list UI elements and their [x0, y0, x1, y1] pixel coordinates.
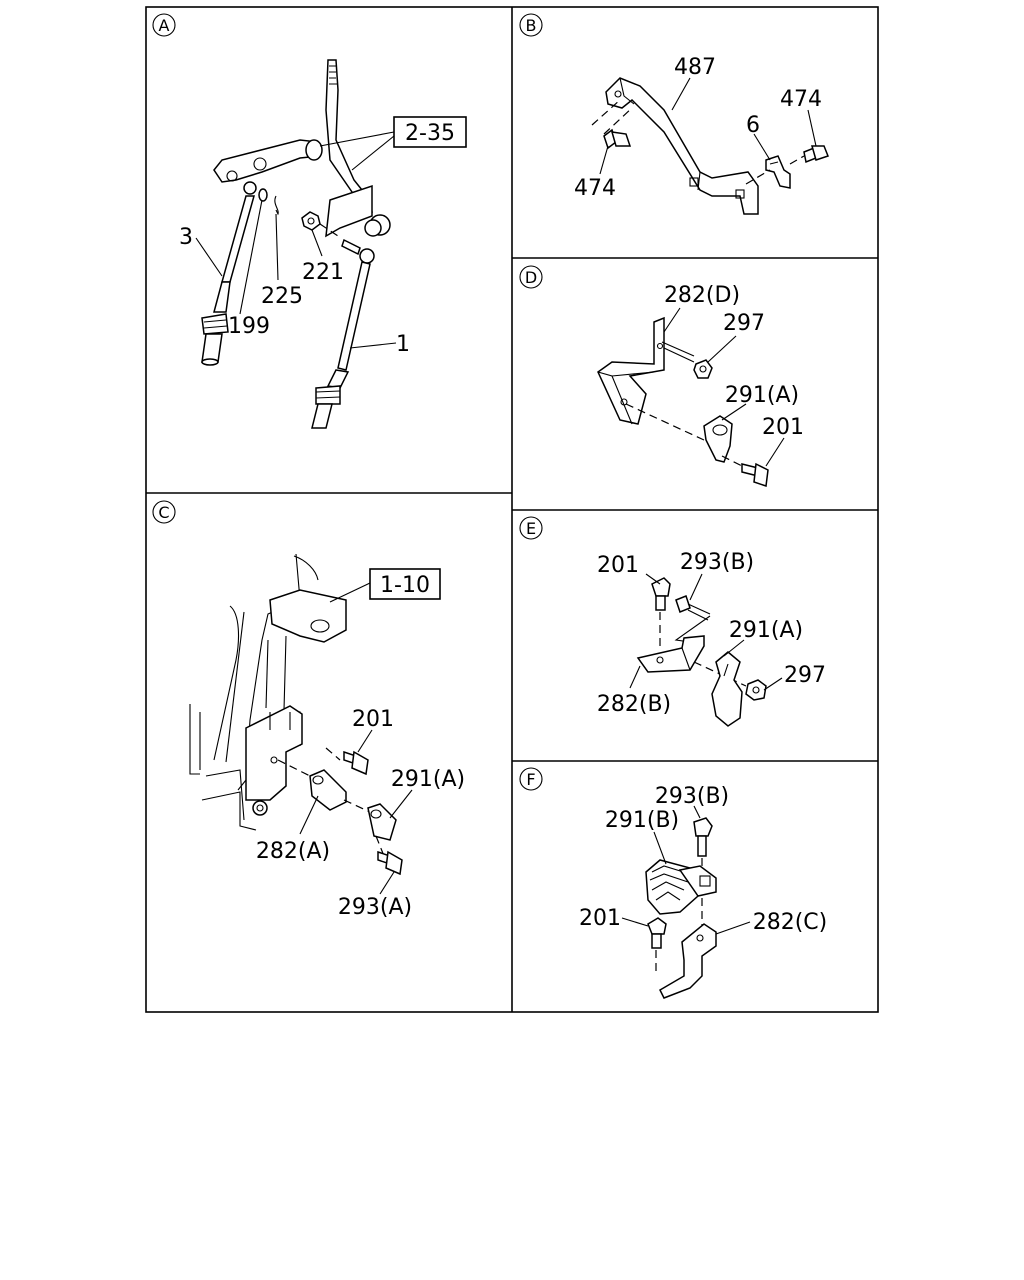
ref-box-1-10: 1-10 [369, 568, 441, 600]
label-291a-d: 291(A) [725, 383, 799, 408]
label-201-d: 201 [762, 415, 804, 440]
panel-b-letter: B [519, 13, 543, 37]
bolt-201-c [343, 750, 369, 776]
panel-f-leaders [621, 805, 751, 935]
bracket-282d [597, 316, 665, 425]
panel-f-letter: F [519, 767, 543, 791]
frame-bracket [269, 589, 347, 643]
label-291a-e: 291(A) [729, 618, 803, 643]
panel-d-leaders [663, 307, 785, 467]
label-225: 225 [261, 284, 303, 309]
panel-f: F 293(B) 291 [519, 767, 828, 999]
panel-b-leaders [599, 77, 817, 175]
panel-d-letter: D [519, 265, 543, 289]
svg-text:C: C [158, 503, 169, 522]
panel-a: A [152, 13, 467, 429]
label-297-d: 297 [723, 311, 765, 336]
panel-c: C [152, 500, 465, 920]
panel-b: B [519, 13, 829, 215]
shift-lever [325, 59, 391, 238]
bracket-282a [277, 747, 347, 811]
panel-d: D 282 [519, 265, 804, 488]
svg-text:D: D [525, 268, 537, 287]
label-201-c: 201 [352, 707, 394, 732]
panel-e-leaders [629, 573, 783, 691]
label-282a: 282(A) [256, 839, 330, 864]
svg-text:E: E [526, 519, 536, 538]
label-282b: 282(B) [597, 692, 671, 717]
label-282c: 282(C) [753, 910, 828, 935]
label-291a-c: 291(A) [391, 767, 465, 792]
label-474-right: 474 [780, 87, 822, 112]
cable-1 [311, 261, 371, 429]
nut-297 [693, 359, 713, 379]
label-199: 199 [228, 314, 270, 339]
svg-text:A: A [159, 16, 170, 35]
label-291b: 291(B) [605, 808, 679, 833]
panel-e: E [519, 516, 826, 727]
washer-199 [258, 188, 268, 202]
pin-225 [274, 195, 279, 216]
label-297-e: 297 [784, 663, 826, 688]
clip-291a-e [693, 651, 747, 727]
bolt-293b-e [674, 595, 711, 643]
cable-3 [201, 181, 257, 366]
ref-box-2-35: 2-35 [393, 116, 467, 148]
clip-6 [745, 155, 791, 189]
panel-a-letter: A [152, 13, 176, 37]
bolt-stud [661, 341, 695, 363]
bolt-201 [721, 455, 769, 488]
panel-a-leaders [195, 131, 397, 349]
bolt-474-right [789, 145, 829, 165]
svg-text:2-35: 2-35 [405, 121, 455, 146]
label-293a: 293(A) [338, 895, 412, 920]
label-201-e: 201 [597, 553, 639, 578]
bolt-293a [377, 850, 403, 876]
label-487: 487 [674, 55, 716, 80]
svg-text:B: B [526, 16, 537, 35]
bolt-201-f [647, 917, 667, 972]
label-474-left: 474 [574, 176, 616, 201]
label-6: 6 [746, 113, 760, 138]
bolt-474-left [591, 99, 633, 150]
label-282d: 282(D) [664, 283, 740, 308]
bracket-282b [636, 635, 705, 673]
clip-291a [625, 403, 733, 463]
nut-297-e [745, 679, 767, 701]
panel-e-letter: E [519, 516, 543, 540]
label-293b-f: 293(B) [655, 784, 729, 809]
clip-291b [645, 859, 717, 915]
mount-plate [245, 705, 303, 816]
diagram-frame [145, 6, 879, 1013]
bracket-282c [659, 898, 717, 999]
bolt-293b-f [693, 817, 713, 876]
nut-221 [301, 211, 375, 264]
label-293b-e: 293(B) [680, 550, 754, 575]
bracket-487 [605, 77, 759, 215]
panel-c-letter: C [152, 500, 176, 524]
label-201-f: 201 [579, 906, 621, 931]
clip-291a-c [343, 799, 397, 857]
bolt-201-e [651, 577, 671, 650]
label-221: 221 [302, 260, 344, 285]
label-3: 3 [179, 225, 193, 250]
panel-c-leaders [299, 582, 413, 895]
svg-text:F: F [526, 770, 535, 789]
lever-arm [213, 139, 323, 183]
label-1: 1 [396, 332, 410, 357]
svg-text:1-10: 1-10 [380, 573, 430, 598]
